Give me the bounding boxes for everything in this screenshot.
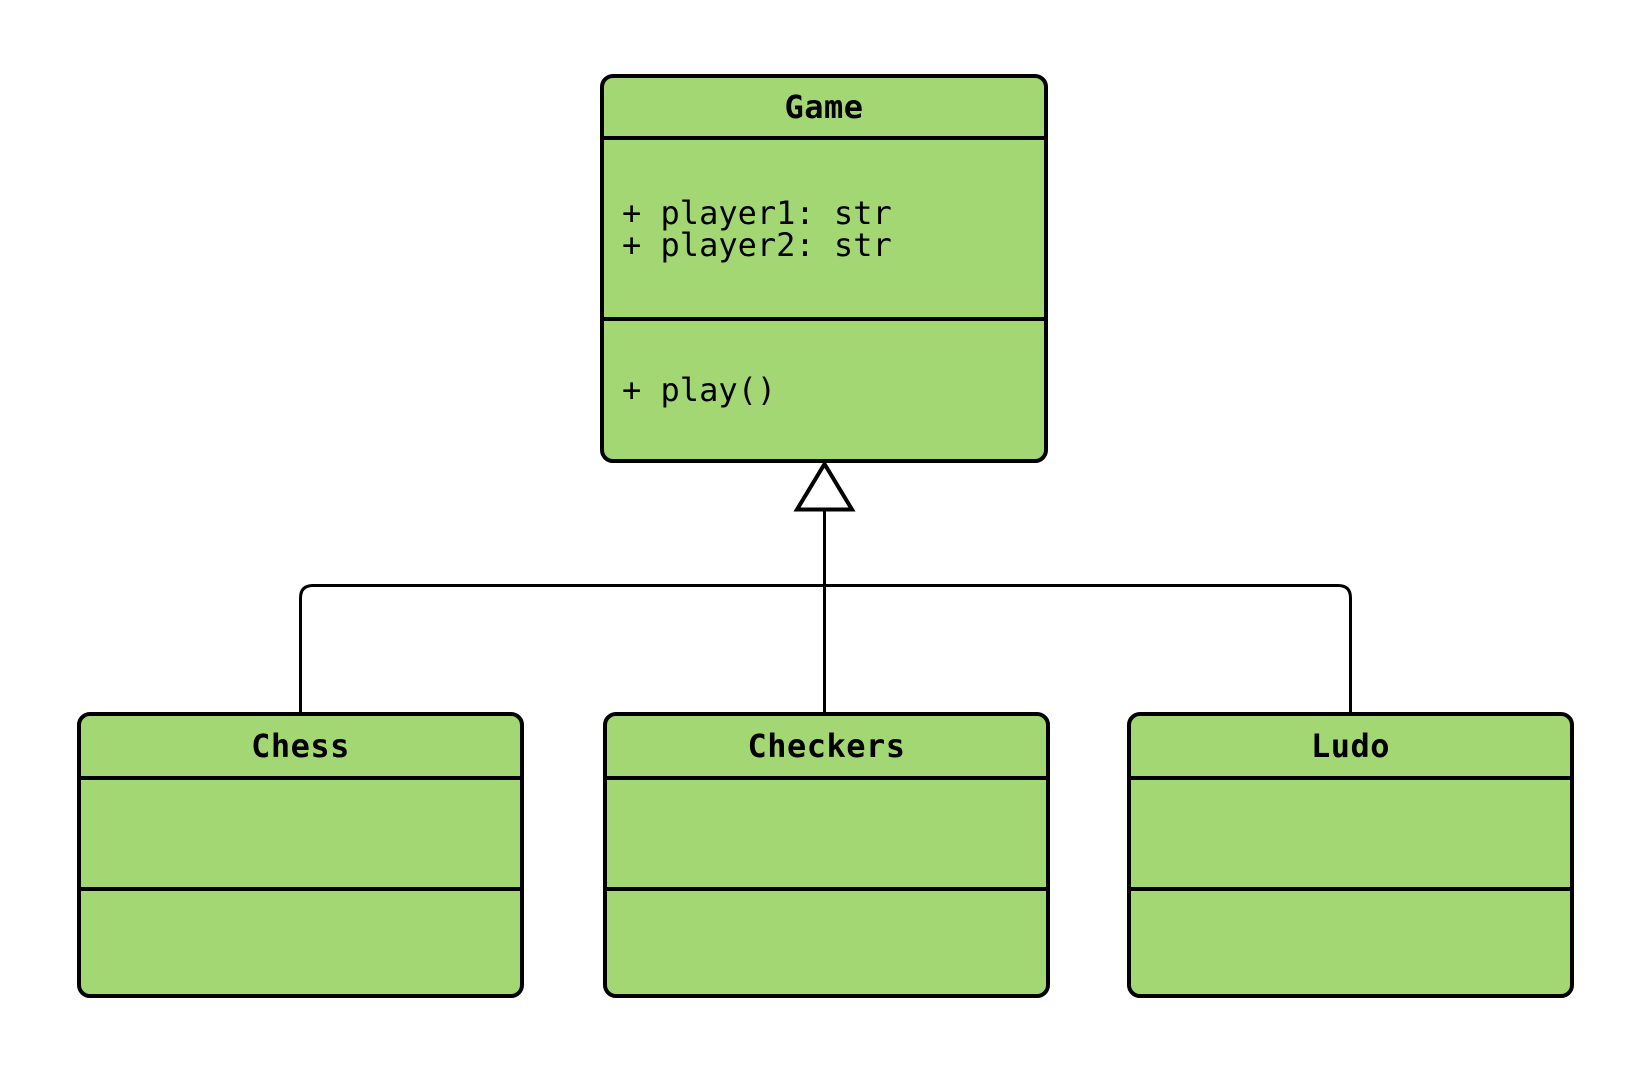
class-node-ludo: Ludo bbox=[1127, 712, 1574, 998]
methods-compartment: + play() bbox=[604, 317, 1044, 459]
class-node-checkers: Checkers bbox=[603, 712, 1050, 998]
class-title: Game bbox=[784, 88, 864, 126]
class-node-chess: Chess bbox=[77, 712, 524, 998]
methods-compartment bbox=[607, 887, 1046, 994]
attributes-compartment: + player1: str + player2: str bbox=[604, 136, 1044, 317]
methods-compartment bbox=[81, 887, 520, 994]
inheritance-arrowhead-icon bbox=[793, 460, 856, 512]
class-title: Checkers bbox=[747, 727, 906, 765]
attribute-line: + player1: str bbox=[622, 193, 892, 232]
attributes-compartment bbox=[1131, 776, 1570, 887]
attributes-compartment bbox=[607, 776, 1046, 887]
method-line: + play() bbox=[622, 371, 777, 409]
inheritance-edge-bus bbox=[299, 584, 1352, 712]
methods-compartment bbox=[1131, 887, 1570, 994]
attributes-compartment bbox=[81, 776, 520, 887]
attribute-line: + player2: str bbox=[622, 225, 892, 264]
class-node-game: Game + player1: str + player2: str + pla… bbox=[600, 74, 1048, 463]
class-title: Ludo bbox=[1310, 727, 1391, 765]
class-title: Chess bbox=[251, 727, 350, 765]
